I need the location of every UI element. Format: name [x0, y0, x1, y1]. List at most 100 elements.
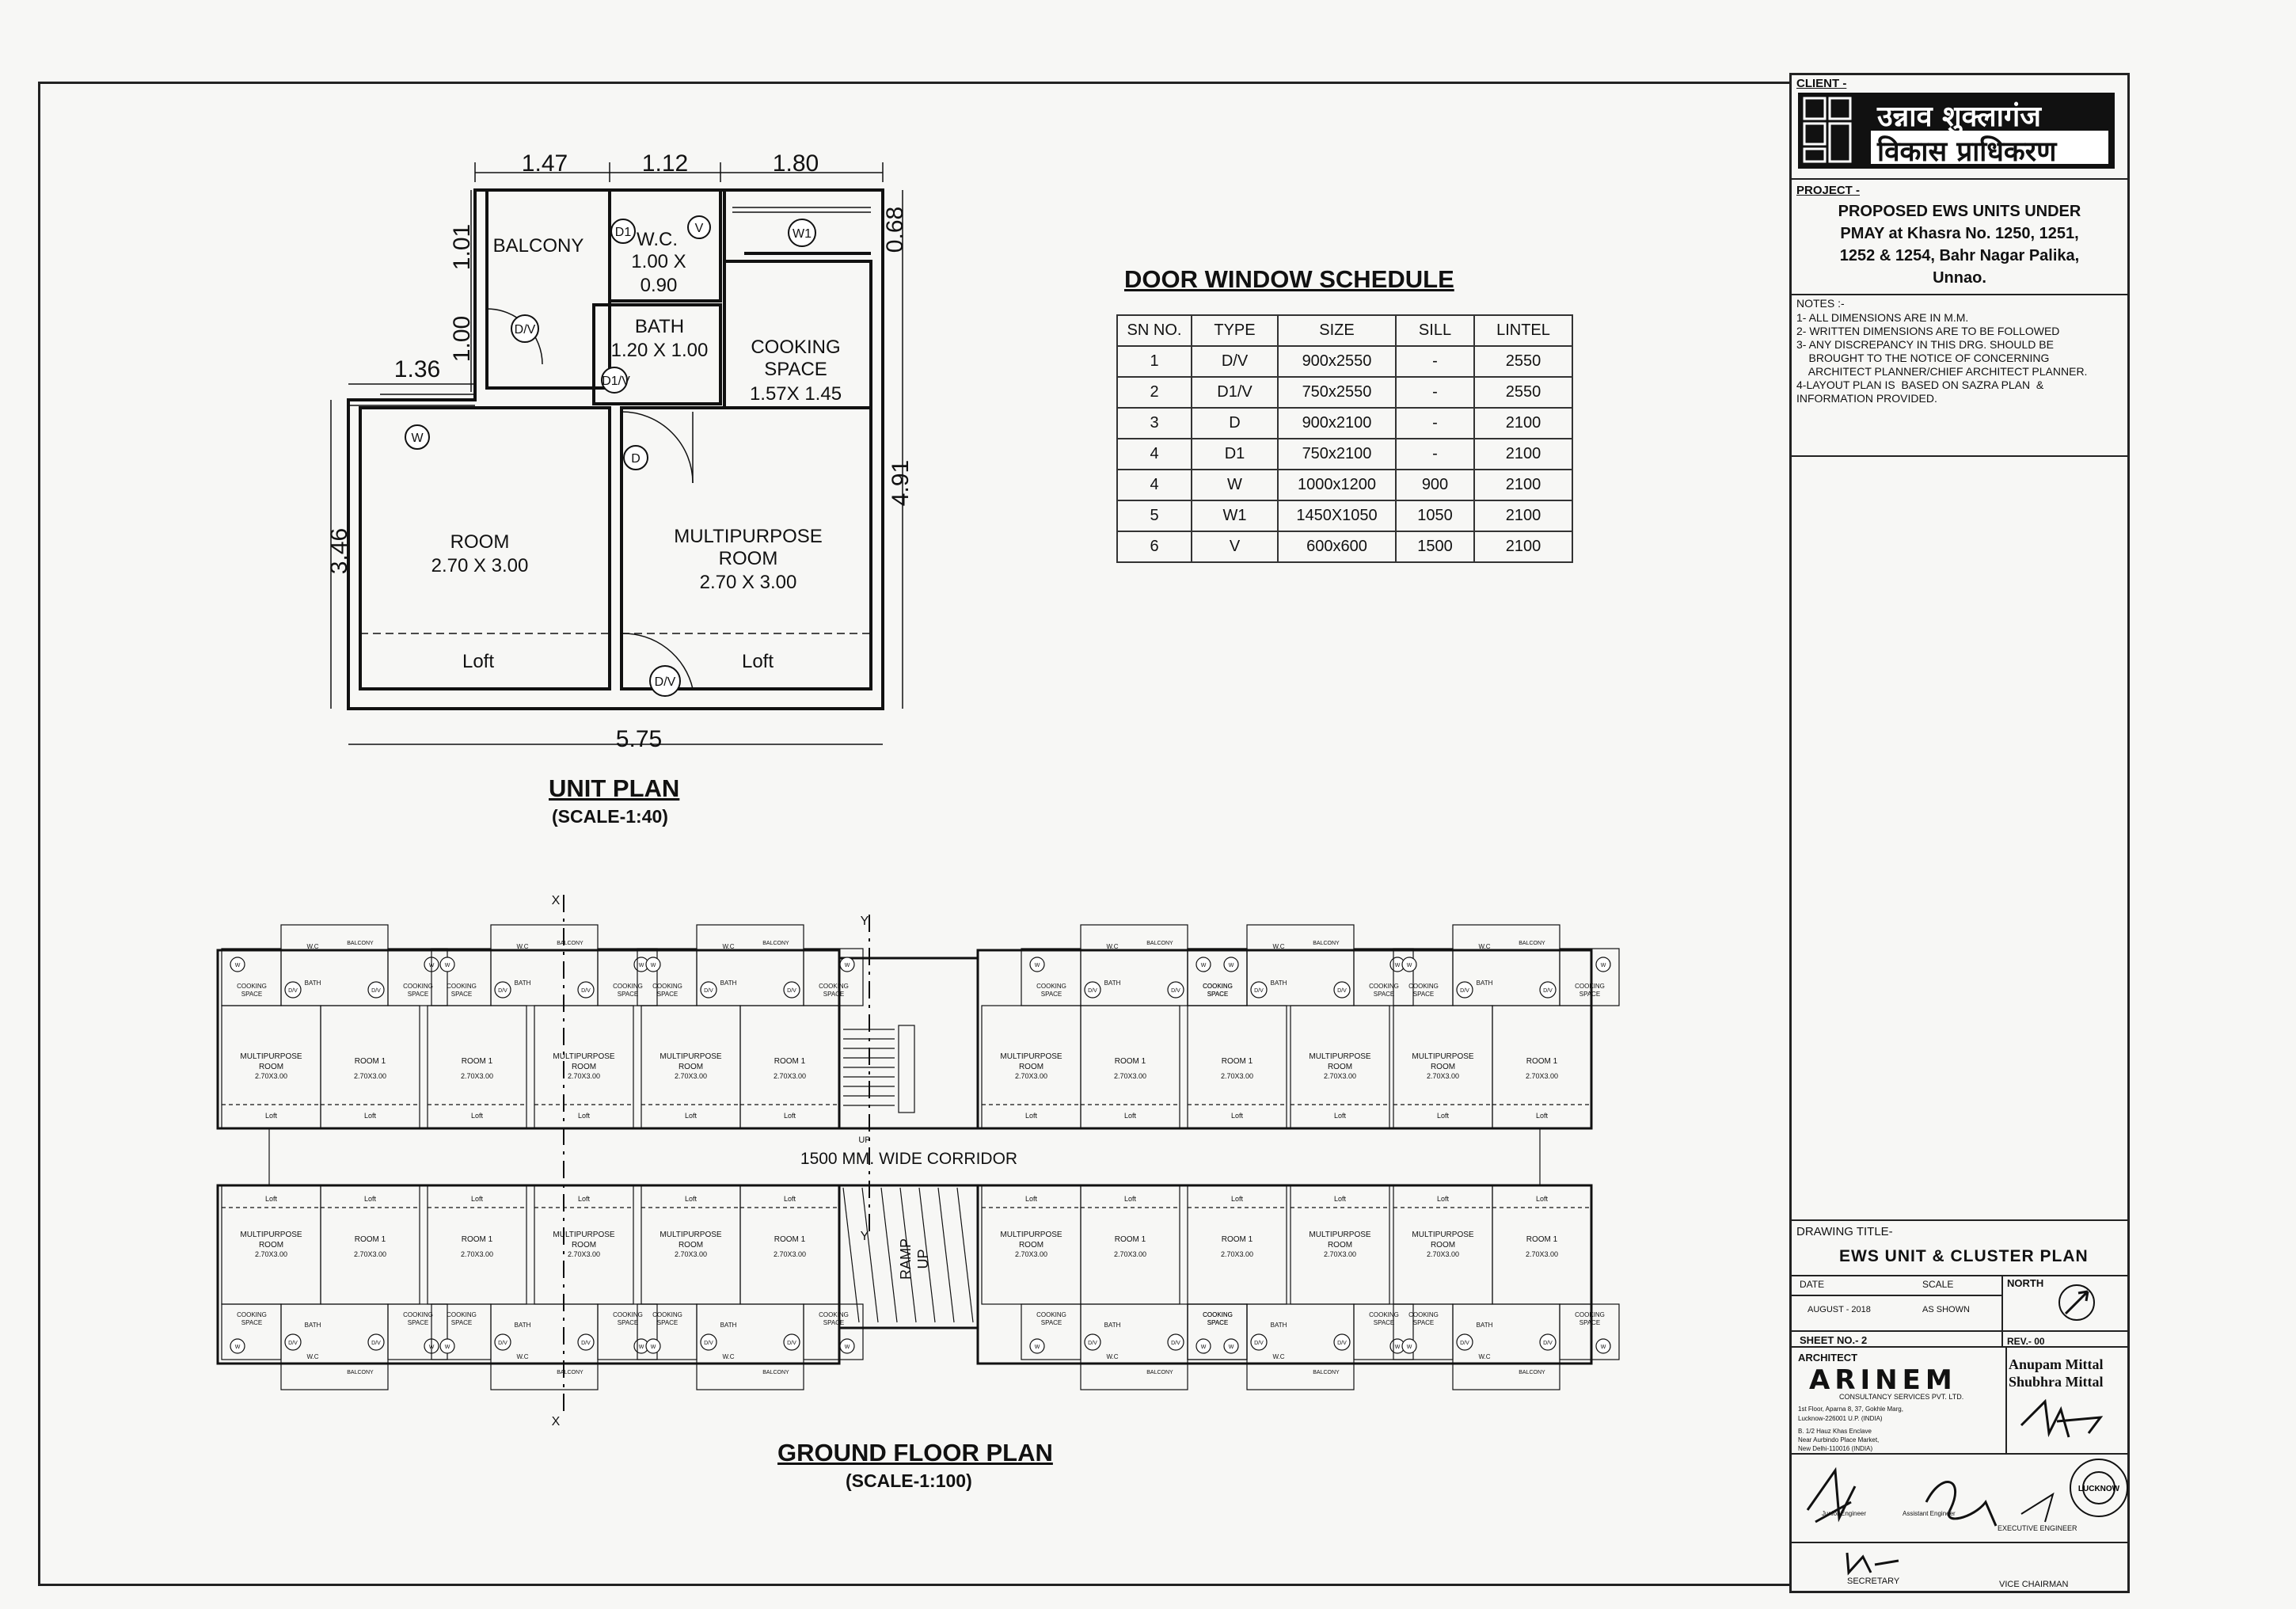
label-cooking: COOKING — [1369, 983, 1399, 990]
label-wc: W.C — [1272, 943, 1284, 950]
label-balcony: BALCONY — [762, 1370, 789, 1375]
cooking-wall — [723, 260, 872, 409]
unit-label-room: ROOM — [1431, 1241, 1455, 1250]
dv-tag: D/V — [581, 1341, 591, 1346]
w-tag-circle — [230, 957, 245, 972]
cooking-bottom — [1559, 1303, 1620, 1360]
w-tag: W — [651, 963, 656, 968]
dv-tag: D/V — [581, 988, 591, 994]
label-cooking: COOKING — [1575, 983, 1605, 990]
ramp-hatch — [937, 1187, 955, 1323]
note-line: INFORMATION PROVIDED. — [1796, 392, 1937, 405]
unit-label-room: ROOM — [1019, 1063, 1043, 1071]
w-tag-circle — [1595, 957, 1611, 972]
firm-address-4: Near Aurbindo Place Market, — [1798, 1436, 1880, 1444]
w-tag: W — [1201, 1345, 1207, 1350]
label-space: SPACE — [408, 991, 429, 998]
w-tag-circle — [1196, 957, 1211, 972]
north-arrow-icon — [2058, 1284, 2095, 1321]
w-tag-circle — [645, 1338, 661, 1354]
unit-top — [427, 1005, 527, 1129]
unit-label-loft: Loft — [1025, 1112, 1038, 1120]
label-space: SPACE — [1207, 1319, 1229, 1326]
schedule-header: SIZE — [1277, 314, 1397, 347]
unit-plan-scale: (SCALE-1:40) — [552, 806, 668, 827]
cooking-bottom — [1353, 1303, 1414, 1360]
label-cooking: COOKING — [1036, 983, 1066, 990]
label-space: SPACE — [618, 1319, 639, 1326]
unit-label-room: ROOM — [679, 1241, 703, 1250]
schedule-cell: 3 — [1116, 407, 1192, 439]
unit-label-room: ROOM — [1431, 1063, 1455, 1071]
unit-label-loft: Loft — [1536, 1195, 1549, 1203]
unit-bottom — [1080, 1185, 1180, 1305]
label-bath: BATH — [1477, 979, 1493, 987]
label-balcony: BALCONY — [1519, 1370, 1545, 1375]
cooking-top — [1021, 948, 1081, 1006]
ramp-hatch — [861, 1187, 879, 1323]
block-top-outline — [216, 949, 841, 1130]
dv-tag-circle — [494, 981, 511, 998]
note-line: 2- WRITTEN DIMENSIONS ARE TO BE FOLLOWED — [1796, 325, 2060, 337]
unit-label-room: ROOM — [679, 1063, 703, 1071]
label-space: SPACE — [618, 991, 639, 998]
label-loft-1: Loft — [462, 651, 494, 672]
section-marker-y: Y — [861, 1230, 869, 1243]
unit-label-loft: Loft — [578, 1112, 591, 1120]
unit-label-size: 2.70X3.00 — [255, 1072, 287, 1080]
dv-tag-circle — [367, 981, 385, 998]
dv-tag-circle — [783, 1333, 800, 1351]
schedule-cell: 2550 — [1473, 376, 1573, 409]
unit-top — [1080, 1005, 1180, 1129]
cooking-top — [1393, 948, 1454, 1006]
unit-label-room1: ROOM 1 — [774, 1235, 806, 1244]
label-wc: W.C — [1478, 1353, 1490, 1360]
unit-label-loft: Loft — [1334, 1195, 1347, 1203]
schedule-cell: 2100 — [1473, 469, 1573, 501]
tag-d1: D1 — [615, 226, 632, 239]
unit-label-loft: Loft — [1231, 1112, 1244, 1120]
unit-plan: D/V W D D/V D1 V W1 D1/V BALCONY W.C. 1.… — [326, 150, 914, 752]
label-space: SPACE — [408, 1319, 429, 1326]
label-bath: BATH — [1271, 979, 1287, 987]
label-cooking: COOKING — [1203, 983, 1233, 990]
dv-tag: D/V — [371, 988, 381, 994]
section-marker-x: X — [552, 894, 561, 907]
unit-top — [1492, 1005, 1592, 1129]
label-space: SPACE — [451, 1319, 473, 1326]
w-tag-circle — [1029, 1338, 1045, 1354]
tag-d: D — [631, 452, 641, 466]
drawing-title-label: DRAWING TITLE- — [1796, 1225, 1893, 1238]
project-line: Unnao. — [1933, 269, 1986, 287]
w-tag-circle — [839, 1338, 855, 1354]
firm-subtitle: CONSULTANCY SERVICES PVT. LTD. — [1839, 1393, 1964, 1401]
firm-address-3: B. 1/2 Hauz Khas Enclave — [1798, 1428, 1872, 1435]
label-cooking1: COOKING — [751, 337, 840, 358]
schedule-cell: - — [1395, 345, 1475, 378]
schedule-cell: 6 — [1116, 531, 1192, 563]
w-tag-circle — [1029, 957, 1045, 972]
stair-landing — [898, 1025, 915, 1113]
unit-label-size: 2.70X3.00 — [354, 1250, 386, 1258]
architect-name-1: Anupam Mittal — [2009, 1356, 2104, 1372]
notes-label: NOTES :- — [1796, 297, 1845, 310]
label-room-size: 2.70 X 3.00 — [431, 555, 529, 576]
drawing-title: EWS UNIT & CLUSTER PLAN — [1839, 1247, 2089, 1265]
label-bath: BATH — [1104, 979, 1121, 987]
w-tag: W — [235, 1345, 241, 1350]
dim-left-room: 3.46 — [326, 528, 352, 574]
dv-tag-circle — [1456, 981, 1473, 998]
tag-d1v: D1/V — [602, 375, 630, 388]
dv-tag: D/V — [1171, 1341, 1180, 1346]
label-cooking: COOKING — [819, 983, 849, 990]
unit-label-room: ROOM — [572, 1241, 596, 1250]
dv-tag: D/V — [1460, 1341, 1469, 1346]
client-name-line2: विकास प्राधिकरण — [1877, 136, 2057, 168]
label-cooking: COOKING — [403, 1311, 433, 1318]
cooking-top — [597, 948, 658, 1006]
